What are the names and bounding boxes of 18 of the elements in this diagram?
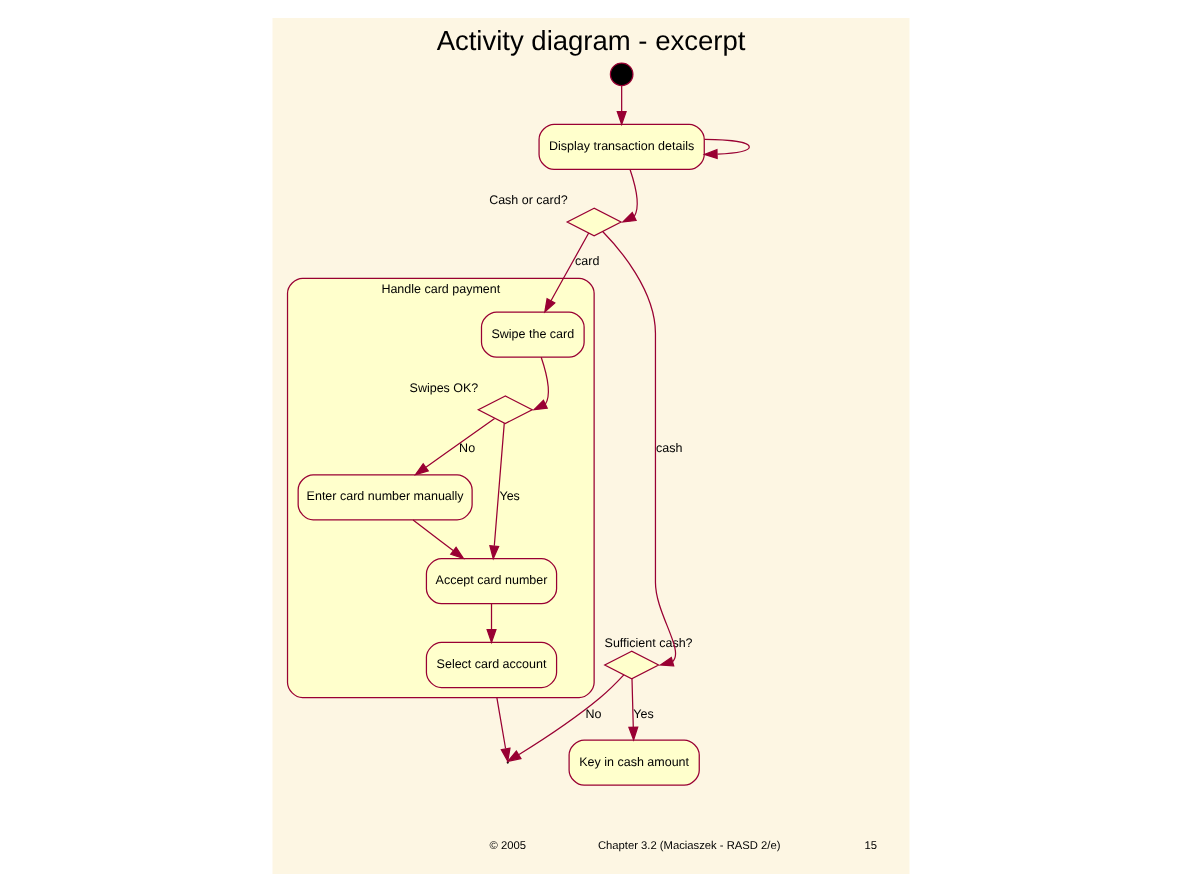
- arrow: [543, 231, 590, 313]
- arrow: [702, 137, 750, 159]
- arrow: [496, 695, 522, 763]
- arrow: [628, 677, 639, 741]
- arrow: [532, 355, 549, 410]
- arrow: [486, 602, 497, 644]
- arrow: [602, 229, 677, 666]
- node-diamond: [603, 649, 660, 679]
- arrow: [489, 421, 505, 560]
- node-diamond: [477, 394, 534, 424]
- arrow: [506, 673, 625, 762]
- arrow: [616, 84, 627, 126]
- arrow: [621, 167, 638, 222]
- arrow: [412, 518, 465, 559]
- diagram-title: Activity diagram - excerpt: [436, 25, 746, 56]
- node-circle: [609, 61, 634, 86]
- arrow: [413, 416, 496, 475]
- node-diamond: [565, 206, 623, 236]
